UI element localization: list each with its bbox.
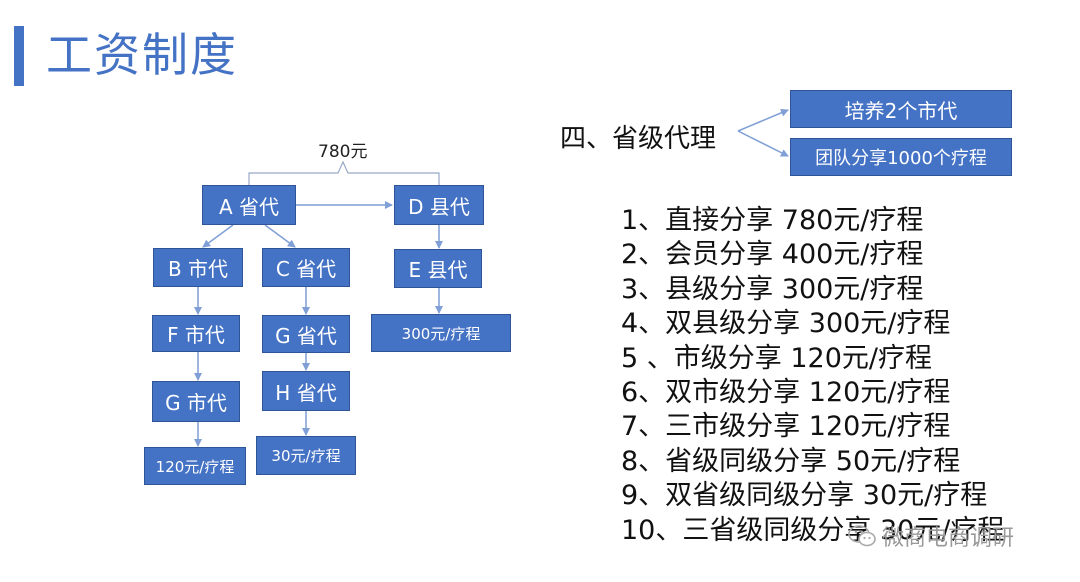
arrow-province-1 bbox=[737, 109, 789, 132]
node-d: D 县代 bbox=[394, 185, 484, 225]
brace bbox=[248, 160, 440, 185]
list-item: 6、双市级分享 120元/疗程 bbox=[621, 377, 951, 409]
node-h: H 省代 bbox=[262, 371, 350, 411]
list-item: 9、双省级同级分享 30元/疗程 bbox=[621, 480, 988, 512]
node-b: B 市代 bbox=[153, 248, 243, 287]
list-item: 4、双县级分享 300元/疗程 bbox=[621, 308, 951, 340]
watermark: 微商电商调研 bbox=[848, 520, 1014, 552]
list-item: 5 、市级分享 120元/疗程 bbox=[621, 342, 932, 374]
share-list: 1、直接分享 780元/疗程 2、会员分享 400元/疗程 3、县级分享 300… bbox=[621, 204, 1004, 548]
title-accent-bar bbox=[14, 26, 24, 86]
arrow-a-b bbox=[202, 224, 234, 248]
node-a: A 省代 bbox=[202, 185, 296, 225]
node-e: E 县代 bbox=[394, 249, 482, 288]
arrow-province-2 bbox=[737, 130, 789, 157]
node-prov-amount: 30元/疗程 bbox=[256, 436, 356, 475]
list-item: 8、省级同级分享 50元/疗程 bbox=[621, 445, 961, 477]
slide-title: 工资制度 bbox=[46, 28, 238, 82]
province-branch-team: 团队分享1000个疗程 bbox=[790, 138, 1012, 176]
node-f: F 市代 bbox=[152, 315, 240, 352]
list-item: 3、县级分享 300元/疗程 bbox=[621, 273, 924, 305]
node-g-prov: G 省代 bbox=[262, 315, 350, 353]
arrow-a-c bbox=[264, 224, 296, 248]
node-city-amount: 120元/疗程 bbox=[144, 447, 246, 485]
list-item: 2、会员分享 400元/疗程 bbox=[621, 239, 924, 271]
node-county-amount: 300元/疗程 bbox=[371, 314, 511, 352]
list-item: 10、三省级同级分享 30元/疗程 bbox=[621, 514, 1005, 546]
watermark-text: 微商电商调研 bbox=[882, 526, 1015, 551]
province-branch-cities: 培养2个市代 bbox=[790, 90, 1012, 128]
province-heading: 四、省级代理 bbox=[560, 124, 717, 154]
node-g-city: G 市代 bbox=[152, 381, 240, 422]
wechat-icon bbox=[848, 525, 876, 547]
list-item: 1、直接分享 780元/疗程 bbox=[621, 205, 924, 236]
top-amount-label: 780元 bbox=[318, 142, 368, 162]
node-c: C 省代 bbox=[262, 248, 350, 287]
list-item: 7、三市级分享 120元/疗程 bbox=[621, 411, 951, 443]
